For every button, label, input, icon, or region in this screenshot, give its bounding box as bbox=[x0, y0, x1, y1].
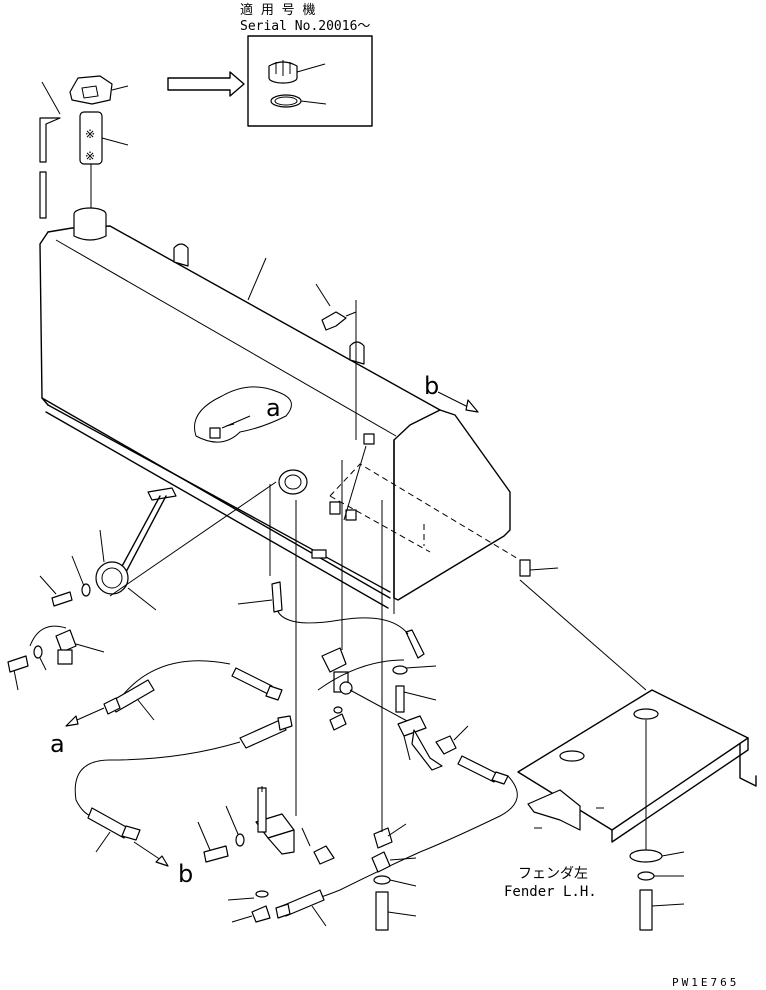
clamp-bracket-left bbox=[7, 629, 105, 691]
serial-inset-box bbox=[247, 35, 373, 127]
cock-lever bbox=[397, 715, 443, 771]
tank-sensor bbox=[519, 559, 559, 577]
fuel-tank bbox=[39, 207, 511, 609]
fender-label-en: Fender L.H. bbox=[504, 884, 597, 900]
inset-filler-cap bbox=[268, 60, 326, 84]
drain-valve bbox=[317, 647, 421, 731]
supply-hose bbox=[103, 660, 283, 721]
valve-bolts bbox=[392, 665, 437, 713]
bottom-elbow bbox=[301, 827, 335, 865]
bottom-clamp-stack bbox=[371, 823, 417, 931]
bottom-fitting-left bbox=[227, 890, 271, 923]
view-b-label-bottom: b bbox=[178, 860, 193, 888]
serial-note-en: Serial No.20016～ bbox=[240, 19, 370, 34]
hose-right bbox=[275, 755, 518, 927]
inset-arrow bbox=[167, 71, 245, 97]
fender-label-jp: フェンダ左 bbox=[518, 866, 588, 882]
serial-note-jp: 適 用 号 機 bbox=[240, 2, 315, 18]
gauge-bolts bbox=[39, 555, 91, 607]
fender-bolt bbox=[639, 889, 685, 931]
filler-cap bbox=[69, 75, 129, 105]
view-a-label-left: a bbox=[50, 730, 65, 758]
fender-spring-washer bbox=[637, 871, 684, 881]
view-b-label-top: b bbox=[424, 372, 439, 400]
bottom-bracket bbox=[197, 786, 295, 863]
drawing-code: PW1E765 bbox=[672, 976, 739, 989]
dipstick bbox=[39, 81, 61, 219]
short-hose bbox=[237, 581, 425, 659]
inset-o-ring bbox=[270, 94, 327, 108]
return-hose bbox=[74, 715, 293, 853]
svg-text:※: ※ bbox=[85, 127, 95, 141]
fender-washer bbox=[629, 849, 685, 863]
elbow-fitting bbox=[435, 725, 469, 755]
fender-lh bbox=[517, 689, 757, 843]
level-gauge bbox=[95, 487, 177, 611]
svg-text:※: ※ bbox=[85, 149, 95, 163]
strainer: ※ ※ bbox=[79, 111, 129, 210]
view-a-label-top: a bbox=[266, 394, 281, 422]
